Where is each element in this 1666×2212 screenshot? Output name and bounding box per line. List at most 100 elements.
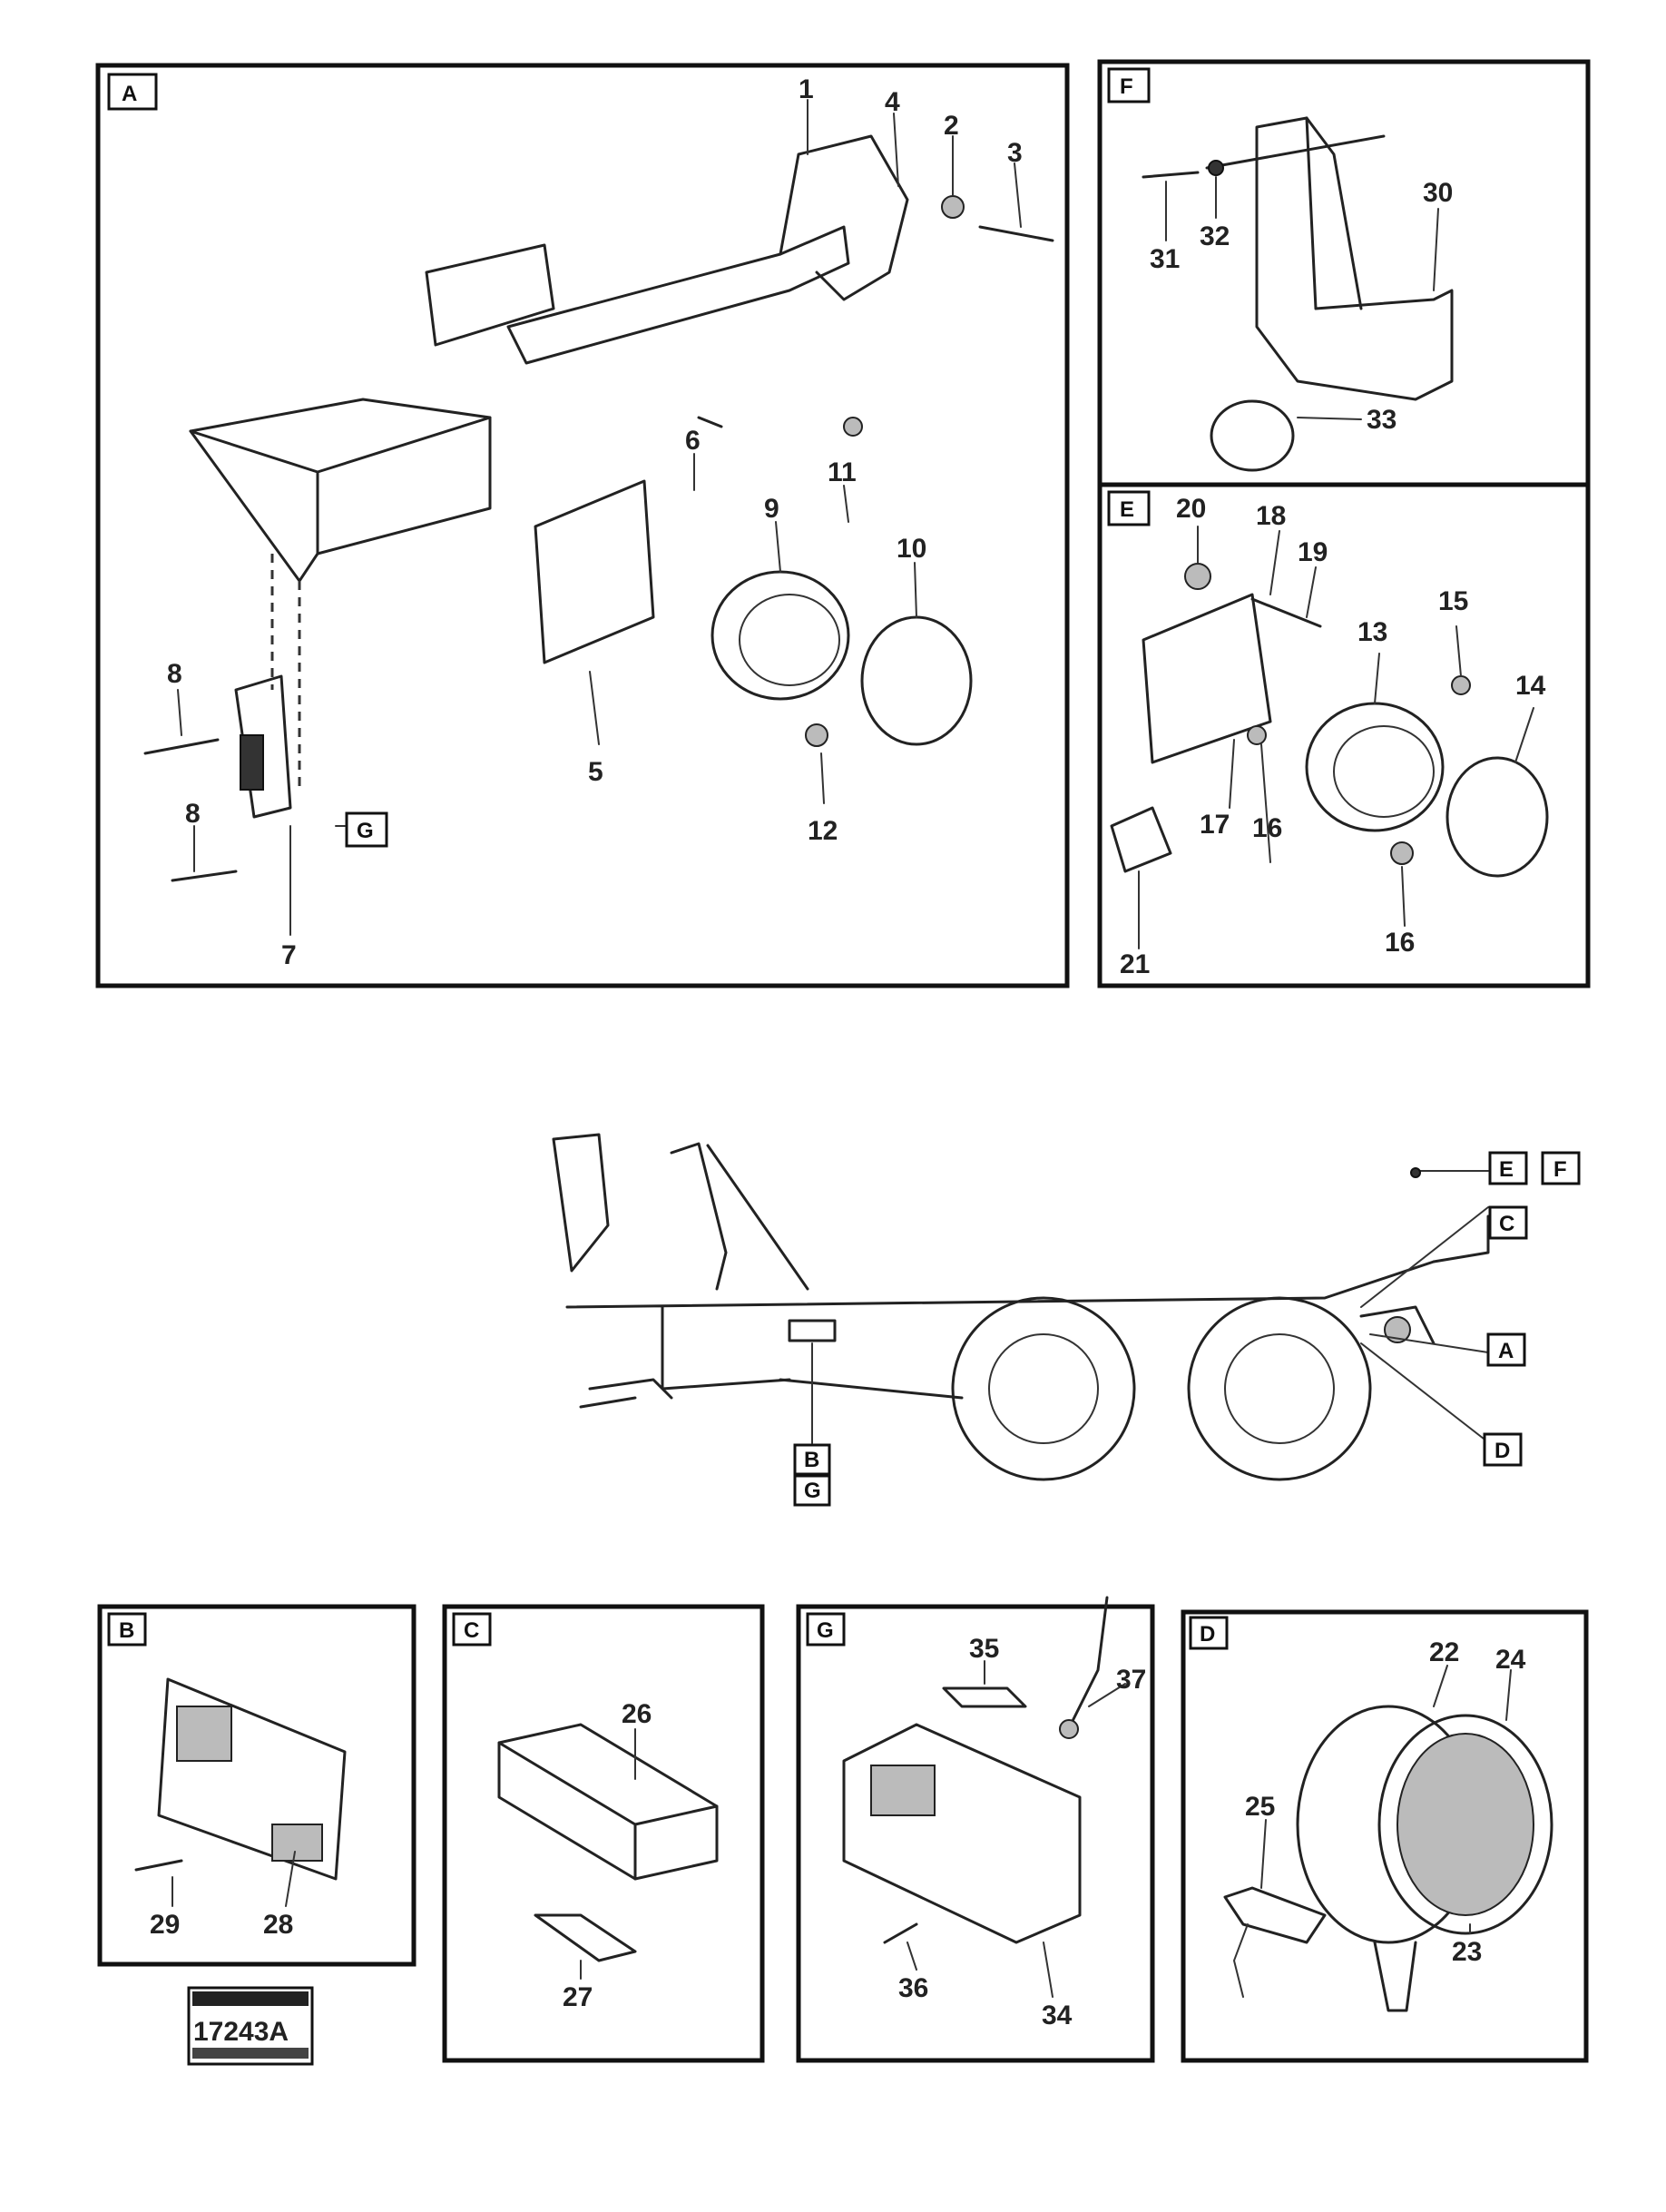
label-7: 7 [281,940,297,970]
ref-tag-g-box [345,811,388,848]
cable-37-plug [1059,1719,1079,1739]
wheel-front [951,1296,1136,1481]
label-31: 31 [1150,244,1180,274]
tail-lamp-28-lens-left [176,1706,232,1762]
label-6: 6 [685,426,701,456]
panel-f-letter-box [1107,67,1151,103]
label-36: 36 [898,1973,928,2003]
lens-14 [1446,756,1549,878]
panel-c: C 26 27 [442,1604,765,2063]
panel-e-letter: E [1120,497,1134,522]
panel-a-letter: A [122,82,137,106]
label-23: 23 [1452,1937,1482,1967]
label-14: 14 [1515,671,1546,701]
label-25: 25 [1245,1792,1275,1822]
bracket-21 [1110,806,1172,873]
panel-g-frame [796,1604,1155,2063]
lamp-13-lens [1333,725,1435,818]
leaders-c [580,1728,636,1980]
panel-f: F 31 32 30 33 [1097,59,1591,487]
vehicle-tag-c-box [1488,1205,1528,1240]
panel-f-letter: F [1120,74,1133,99]
label-8a: 8 [167,659,182,689]
vehicle-leaders [811,1170,1489,1444]
vehicle-tag-e: E [1499,1157,1514,1182]
bulb-27 [534,1913,637,1962]
stamp-header-bar [192,1991,309,2006]
screw-29 [134,1859,183,1872]
mounting-plate-17 [1142,593,1272,764]
panel-d-letter: D [1200,1622,1215,1647]
arm-tube [425,243,555,347]
bracket-30-edge [1305,116,1363,310]
vehicle-tag-b: B [804,1448,819,1472]
label-16-upper: 16 [1252,813,1282,843]
rear-lamp [1384,1316,1411,1343]
mounting-plate-5 [534,479,655,664]
drive-shaft [779,1378,964,1400]
rear-frame [1359,1214,1490,1345]
panel-e-letter-box [1107,490,1151,526]
wheel-front-hub [988,1333,1099,1444]
label-15: 15 [1438,586,1468,616]
vehicle-tag-f-box [1541,1151,1581,1185]
label-11: 11 [828,457,857,487]
ref-tag-g: G [357,819,374,843]
nut-12 [805,723,828,747]
bolts-a [143,202,1054,882]
label-18: 18 [1256,501,1286,531]
vehicle-tag-g-box [793,1474,831,1507]
lamp-9-lens [739,594,840,686]
tail-lamp-28 [157,1677,347,1881]
label-27: 27 [563,1982,593,2012]
nut-32 [1208,160,1224,176]
washer-2 [941,195,965,219]
bracket-7-pattern [240,734,264,791]
panel-a: A 1 4 2 3 6 11 9 10 8 8 5 [95,63,1070,988]
leaders-f [1165,176,1439,420]
label-4: 4 [885,87,900,117]
nut-16b [1390,841,1414,865]
lamp-stand [1373,1941,1417,2012]
lift-arms [670,1142,809,1291]
bulb-25-wire [1232,1923,1249,1998]
label-17: 17 [1200,810,1230,840]
panel-a-letter-box [107,73,158,111]
wheel-rear-hub [1224,1333,1335,1444]
vehicle-tag-e-box [1488,1151,1528,1185]
panel-b-letter: B [119,1618,134,1643]
vehicle-tag-g: G [804,1479,821,1503]
label-3: 3 [1007,138,1023,168]
light-housing [189,398,492,583]
panel-e-frame [1097,482,1591,988]
label-37: 37 [1116,1665,1146,1695]
label-10: 10 [897,534,926,564]
bulb-35 [942,1686,1027,1708]
wheel-rear [1187,1296,1372,1481]
panel-a-frame [95,63,1070,988]
bulb-25 [1223,1886,1327,1944]
panel-g-letter-box [806,1612,846,1647]
label-5: 5 [588,757,603,787]
drawing-stamp: 17243A [187,1986,314,2066]
bolt-19 [1250,597,1322,628]
label-35: 35 [969,1634,999,1664]
panel-g-letter: G [817,1618,834,1643]
vehicle-view: E F C A D B G [552,1133,1581,1507]
label-19: 19 [1298,537,1328,567]
stamp-footer-bar [192,2048,309,2059]
vehicle-tag-c: C [1499,1212,1514,1236]
label-32: 32 [1200,221,1230,251]
cab-rear [552,1133,610,1273]
leaders-e [1138,526,1534,949]
panel-e: E 20 18 19 13 15 14 17 16 21 16 [1097,482,1591,988]
lamp-13 [1305,702,1445,832]
label-20: 20 [1176,494,1206,524]
nut-15 [1451,675,1471,695]
panel-c-frame [442,1604,765,2063]
tail-lamp-28-lens-right [271,1824,323,1862]
lens-24 [1396,1733,1534,1916]
panel-d-frame [1181,1609,1589,2063]
vehicle-tag-a: A [1498,1339,1514,1363]
